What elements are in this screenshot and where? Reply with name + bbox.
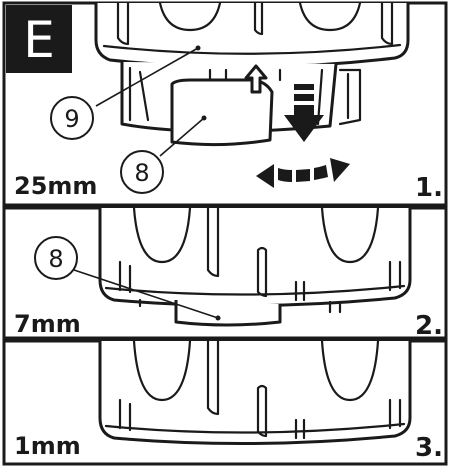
step-number: 2. bbox=[415, 311, 443, 341]
rotate-both-ways-icon bbox=[256, 158, 350, 188]
down-arrow-icon bbox=[284, 84, 324, 142]
panel-3: 1mm 3. bbox=[2, 339, 448, 466]
badge bbox=[6, 5, 72, 73]
outer-box-9 bbox=[98, 206, 412, 308]
callout-8: 8 bbox=[134, 159, 149, 187]
measurement-label: 25mm bbox=[14, 172, 97, 200]
callout-circle-8 bbox=[120, 150, 164, 194]
measurement-label: 1mm bbox=[14, 432, 81, 460]
step-number: 1. bbox=[415, 173, 443, 203]
inner-box-8 bbox=[120, 62, 362, 147]
inner-box-8 bbox=[138, 298, 342, 327]
callout-circle-9 bbox=[50, 96, 94, 140]
callout-circle-8 bbox=[34, 236, 78, 280]
measurement-label: 7mm bbox=[14, 310, 81, 338]
panel-1: E 9 8 25mm 1. bbox=[2, 1, 448, 207]
badge-letter: E bbox=[23, 11, 55, 69]
callout-8: 8 bbox=[48, 245, 63, 273]
outer-box-9 bbox=[94, 1, 410, 69]
panel-2: 8 7mm 2. bbox=[2, 206, 448, 341]
outer-box-9 bbox=[98, 339, 412, 446]
step-number: 3. bbox=[415, 433, 443, 463]
up-arrow-icon bbox=[244, 64, 268, 94]
callout-9: 9 bbox=[64, 105, 79, 133]
